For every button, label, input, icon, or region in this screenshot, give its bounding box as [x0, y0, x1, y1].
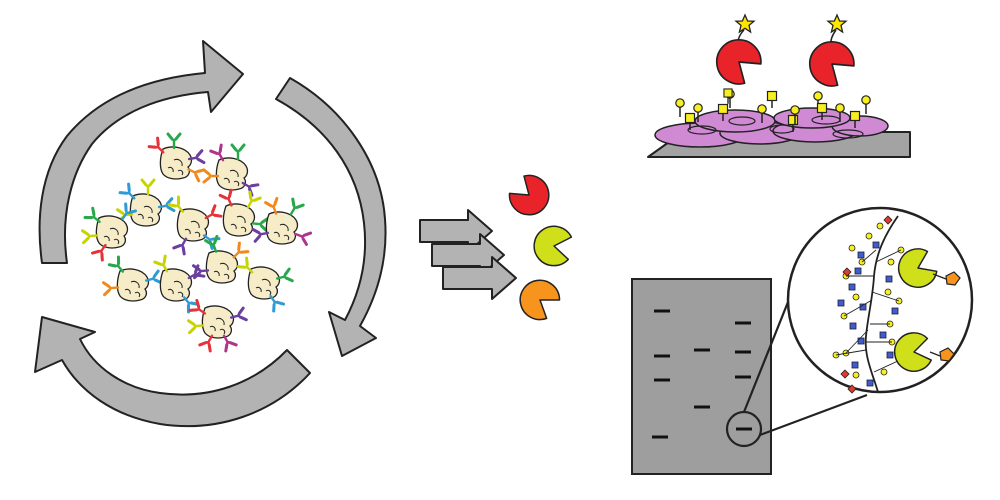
- lectin-binder-red: [503, 168, 558, 224]
- labeled-lectin-left: [706, 14, 768, 92]
- lectin-binder-yellow: [530, 223, 574, 269]
- yeast-cell: [147, 132, 206, 183]
- tissue-cells: [654, 107, 889, 148]
- western-blot-panel: [631, 206, 974, 475]
- zoom-inset: [786, 206, 974, 394]
- blot-bands: [652, 309, 752, 439]
- bound-lectin-upper: [891, 243, 961, 295]
- yeast-cell: [187, 298, 248, 353]
- cycle-arrow-bottom: [34, 316, 311, 428]
- yeast-cell: [202, 143, 260, 197]
- lectin-binder-orange: [511, 271, 566, 327]
- cycle-arrow-top: [38, 40, 244, 264]
- lectin-binders: [503, 168, 574, 327]
- yeast-display-library-icon: [81, 132, 313, 353]
- tissue-staining-panel: [647, 14, 911, 158]
- yeast-cell: [81, 202, 138, 262]
- cycle-arrow-right: [275, 77, 387, 357]
- glycan-chains: [832, 215, 905, 394]
- triple-arrow-icon: [419, 209, 517, 300]
- bound-lectin-lower: [890, 329, 955, 375]
- circular-arrows-icon: [34, 40, 387, 428]
- glycoprotein-backbone: [864, 215, 899, 393]
- labeled-lectin-right: [799, 14, 861, 94]
- yeast-cell: [236, 256, 294, 313]
- transfer-arrow-3: [442, 256, 517, 300]
- yeast-cell: [102, 255, 163, 302]
- yeast-cell: [218, 188, 269, 237]
